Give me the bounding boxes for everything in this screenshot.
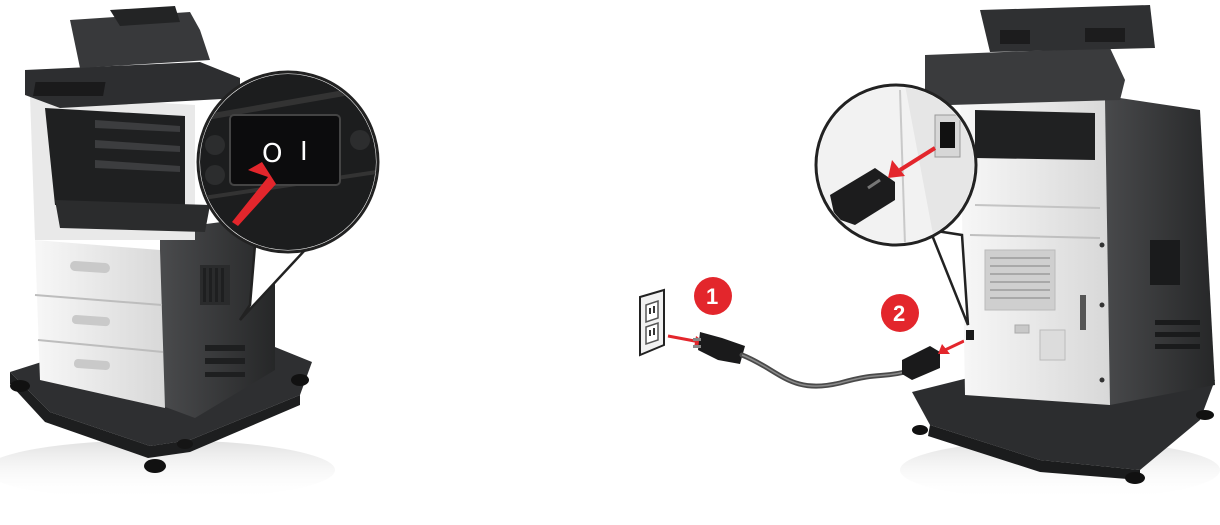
- rear-port: [1080, 295, 1086, 330]
- printer-connector: [902, 346, 940, 380]
- arrow-icon: [945, 341, 964, 350]
- power-plug-icon: [693, 332, 745, 364]
- power-inlet: [966, 330, 974, 340]
- power-cord-icon: [742, 355, 905, 386]
- step-1-badge: 1: [694, 277, 732, 315]
- caster-wheel: [912, 425, 928, 435]
- rear-cover: [1040, 330, 1065, 360]
- caster-wheel: [1196, 410, 1214, 420]
- switch-on-symbol: I: [300, 137, 308, 167]
- control-panel: [33, 82, 105, 96]
- caster-wheel: [144, 459, 166, 473]
- caster-wheel: [291, 374, 309, 386]
- power-switch-icon: [230, 115, 340, 185]
- scanner-unit: [925, 48, 1125, 105]
- rear-output: [975, 110, 1095, 160]
- output-tray: [55, 200, 210, 232]
- power-inlet: [940, 122, 955, 148]
- svg-text:2: 2: [893, 301, 905, 326]
- power-inlet-callout: [815, 85, 980, 325]
- switch-off-symbol: O: [262, 139, 282, 169]
- document-feeder: [980, 5, 1155, 52]
- caster-wheel: [1125, 472, 1145, 484]
- cord-highlight: [742, 355, 905, 386]
- caster-wheel: [10, 380, 30, 392]
- svg-text:1: 1: [706, 284, 718, 309]
- caster-wheel: [177, 439, 193, 449]
- step-2-badge: 2: [881, 294, 919, 332]
- wall-outlet-icon: [640, 290, 664, 355]
